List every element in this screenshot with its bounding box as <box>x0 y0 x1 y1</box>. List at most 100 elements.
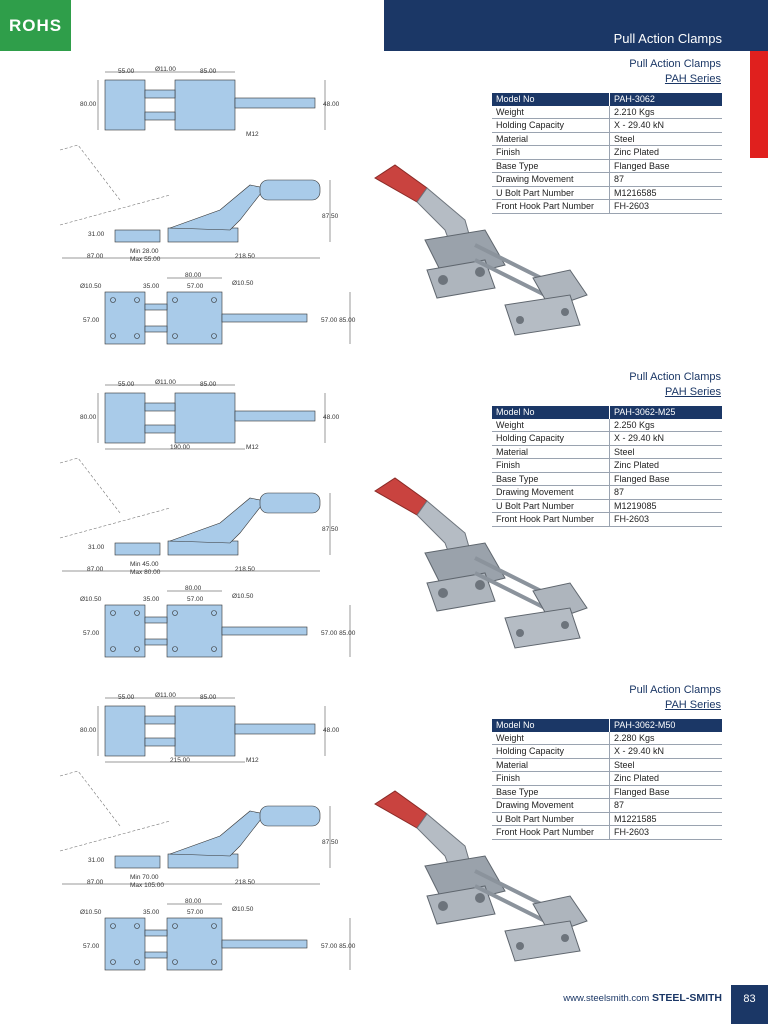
dim-label: Max 105.00 <box>130 882 164 889</box>
spec-value: FH-2603 <box>609 199 722 214</box>
spec-value: FH-2603 <box>609 512 722 527</box>
header-key: Model No <box>492 93 610 106</box>
category-label: Pull Action Clamps <box>629 58 721 70</box>
series-link[interactable]: PAH Series <box>664 386 721 398</box>
dim-label: 35.00 <box>143 909 160 916</box>
dim-label: 218.50 <box>235 879 255 886</box>
spec-key: Weight <box>492 105 610 119</box>
dim-label: M12 <box>246 757 259 764</box>
dim-label: 48.00 <box>323 101 340 108</box>
dim-label: 87.00 <box>87 253 104 260</box>
spec-value: M1219085 <box>609 499 722 513</box>
dim-label: 87.50 <box>322 526 339 533</box>
spec-key: Front Hook Part Number <box>492 825 610 840</box>
spec-value: 87 <box>609 798 722 813</box>
dim-label: 57.00 <box>83 943 100 950</box>
model-number: PAH-3062-M25 <box>609 406 722 419</box>
rohs-badge: ROHS <box>0 0 71 51</box>
dim-label: 35.00 <box>143 596 160 603</box>
spec-value: X - 29.40 kN <box>609 744 722 759</box>
page-title: Pull Action Clamps <box>613 31 722 46</box>
dim-label: 80.00 <box>80 727 97 734</box>
dim-label: 87.00 <box>87 566 104 573</box>
dim-label: 85.00 <box>200 694 217 701</box>
dim-label: Ø11.00 <box>155 66 176 73</box>
dim-label: 55.00 <box>118 68 135 75</box>
spec-value: FH-2603 <box>609 825 722 840</box>
header-key: Model No <box>492 719 610 732</box>
dim-label: 57.00 <box>187 909 204 916</box>
spec-value: 87 <box>609 485 722 500</box>
spec-value: X - 29.40 kN <box>609 118 722 133</box>
dim-label: Max 55.00 <box>130 256 161 263</box>
page-number: 83 <box>731 985 768 1024</box>
dim-label: Ø10.50 <box>80 283 102 290</box>
series-link[interactable]: PAH Series <box>664 699 721 711</box>
website-link[interactable]: www.steelsmith.com <box>563 993 650 1004</box>
dim-label: 57.00 <box>187 596 204 603</box>
dim-label: 31.00 <box>88 857 105 864</box>
spec-value: 2.280 Kgs <box>609 731 722 745</box>
dim-label: 80.00 <box>185 272 202 279</box>
dim-label: 85.00 <box>200 68 217 75</box>
spec-key: Drawing Movement <box>492 172 610 187</box>
spec-value: 2.250 Kgs <box>609 418 722 432</box>
spec-value: X - 29.40 kN <box>609 431 722 446</box>
dim-label: Ø10.50 <box>80 909 102 916</box>
dim-label: Ø11.00 <box>155 379 176 386</box>
spec-key: U Bolt Part Number <box>492 812 610 826</box>
spec-value: Steel <box>609 445 722 459</box>
dim-label: M12 <box>246 444 259 451</box>
spec-key: Drawing Movement <box>492 798 610 813</box>
spec-value: Zinc Plated <box>609 771 722 786</box>
dim-label: 57.00 <box>83 630 100 637</box>
dim-label: 55.00 <box>118 381 135 388</box>
spec-value: 87 <box>609 172 722 187</box>
dim-label: 57.00 85.00 <box>321 943 356 950</box>
spec-key: Finish <box>492 771 610 786</box>
dim-label: 57.00 85.00 <box>321 317 356 324</box>
spec-key: Front Hook Part Number <box>492 199 610 214</box>
spec-key: Weight <box>492 418 610 432</box>
dim-label: 87.00 <box>87 879 104 886</box>
clamp-product-image <box>374 477 588 649</box>
spec-value: Flanged Base <box>609 785 722 799</box>
dim-label: 31.00 <box>88 544 105 551</box>
dim-label: 215.00 <box>170 757 190 764</box>
spec-key: Base Type <box>492 785 610 799</box>
dim-label: 80.00 <box>80 101 97 108</box>
dim-label: 57.00 <box>187 283 204 290</box>
spec-key: Holding Capacity <box>492 118 610 133</box>
series-link[interactable]: PAH Series <box>664 73 721 85</box>
clamp-product-image <box>374 164 588 336</box>
dim-label: 218.50 <box>235 253 255 260</box>
clamp-product-image <box>374 790 588 962</box>
dim-label: 87.50 <box>322 839 339 846</box>
spec-key: Weight <box>492 731 610 745</box>
dim-label: 35.00 <box>143 283 160 290</box>
dim-label: Ø10.50 <box>80 596 102 603</box>
